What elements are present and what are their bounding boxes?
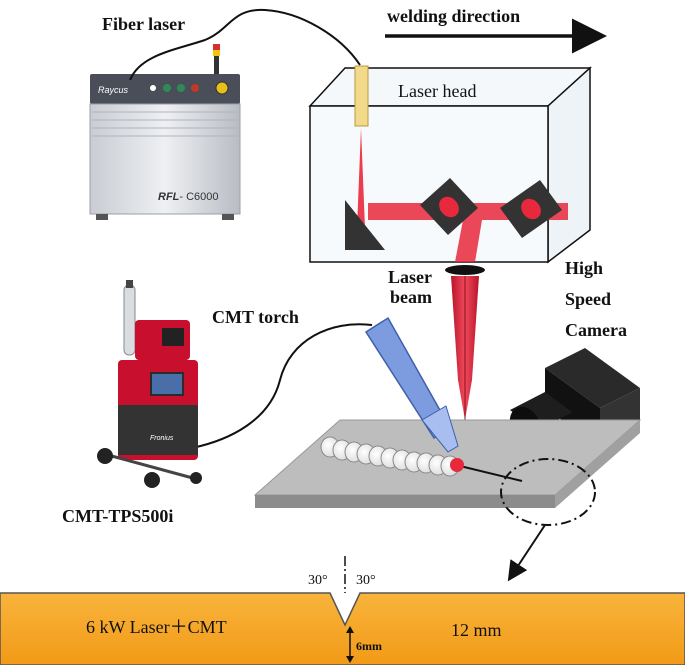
cmt-source-label: CMT-TPS500i — [62, 506, 173, 526]
panel-indicator-icon — [150, 85, 156, 91]
angle-left-label: 30° — [308, 573, 328, 588]
gas-cylinder — [123, 284, 136, 356]
plate-cross-section — [0, 592, 685, 665]
laser-head-box — [308, 66, 592, 264]
welding-direction-label: welding direction — [387, 6, 520, 26]
laser-cabinet-body — [89, 103, 241, 215]
torch-cable — [191, 323, 373, 449]
collimator — [354, 65, 369, 127]
thickness-label: 12 mm — [451, 620, 502, 640]
panel-button-icon — [177, 84, 185, 92]
camera-label-2: Speed — [565, 289, 611, 309]
root-height-label: 6mm — [356, 639, 382, 653]
panel-button-icon — [191, 84, 199, 92]
laser-beam-label-1: Laser — [388, 267, 432, 287]
cmt-torch-label: CMT torch — [212, 307, 299, 327]
focusing-lens — [445, 265, 485, 275]
cmt-welding-machine: Fronius — [97, 280, 202, 488]
wheel-icon — [97, 448, 113, 464]
angle-right-label: 30° — [356, 573, 376, 588]
welder-brand-text: Fronius — [150, 435, 174, 442]
laser-beam-label-2: beam — [390, 287, 432, 307]
weld-pool — [450, 458, 464, 472]
fiber-laser-label: Fiber laser — [102, 14, 185, 34]
camera-label-3: Camera — [565, 320, 627, 340]
magnify-circle — [500, 458, 596, 526]
fiber-laser-unit: Raycus RFL- C6000 — [89, 44, 241, 220]
process-label: 6 kW Laser＋CMT — [86, 617, 227, 637]
camera-label-1: High — [565, 258, 603, 278]
laser-model-text: RFL- C6000 — [158, 191, 219, 203]
panel-button-icon — [163, 84, 171, 92]
wheel-icon — [190, 472, 202, 484]
workpiece-plate-front — [255, 495, 555, 508]
magnify-arrow — [507, 524, 546, 582]
prism-mirror — [345, 200, 385, 250]
emergency-stop-icon — [215, 81, 229, 95]
laser-brand-text: Raycus — [98, 85, 129, 95]
laser-beam-vertical — [357, 128, 365, 228]
wheel-icon — [144, 472, 160, 488]
weld-seam — [459, 465, 523, 482]
laser-head-label: Laser head — [398, 81, 476, 101]
signal-tower-icon — [214, 44, 219, 74]
fiber-cable — [129, 8, 361, 81]
